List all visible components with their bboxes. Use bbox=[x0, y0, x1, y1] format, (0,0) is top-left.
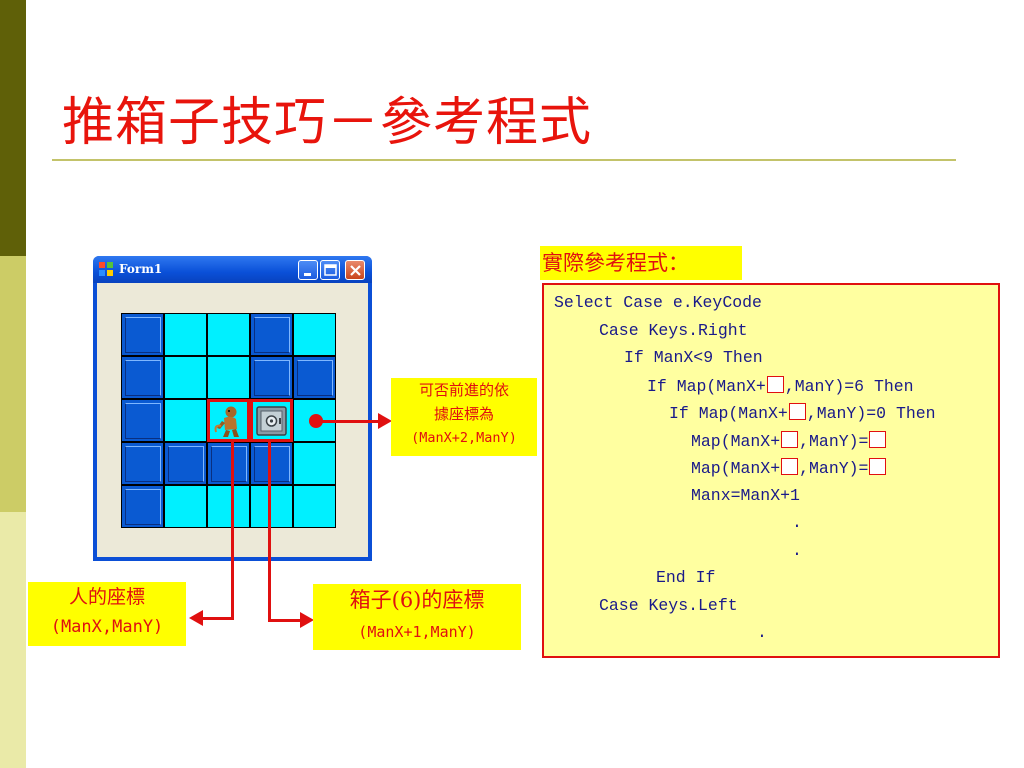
floor-tile bbox=[207, 356, 250, 399]
arrow-left-icon bbox=[189, 610, 203, 626]
code-line: Case Keys.Left bbox=[599, 595, 738, 615]
maximize-button[interactable] bbox=[320, 260, 340, 280]
maximize-icon bbox=[324, 264, 337, 276]
left-bar-dark bbox=[0, 0, 26, 256]
player-character-icon bbox=[214, 406, 239, 437]
man-coordinate-note: 人的座標 (ManX,ManY) bbox=[28, 582, 186, 646]
forward-arrow-line bbox=[316, 420, 380, 423]
floor-tile bbox=[164, 485, 207, 528]
forward-coordinate-note: 可否前進的依 據座標為 (ManX+2,ManY) bbox=[391, 378, 537, 456]
wall-tile bbox=[121, 313, 164, 356]
player-connector-vertical bbox=[231, 440, 234, 620]
title-divider bbox=[52, 159, 956, 161]
note-line: (ManX+1,ManY) bbox=[358, 623, 476, 641]
box-coordinate-note: 箱子(6)的座標 (ManX+1,ManY) bbox=[313, 584, 521, 650]
window-titlebar[interactable]: Form1 bbox=[93, 256, 372, 283]
player-highlight bbox=[207, 399, 250, 442]
wall-tile bbox=[250, 313, 293, 356]
close-icon bbox=[350, 265, 361, 276]
floor-tile bbox=[293, 442, 336, 485]
fill-in-blank bbox=[788, 403, 806, 420]
note-line: 可否前進的依 bbox=[418, 381, 509, 399]
wall-tile bbox=[207, 442, 250, 485]
fill-in-blank bbox=[781, 430, 799, 448]
wall-tile bbox=[121, 399, 164, 442]
slide-title: 推箱子技巧－參考程式 bbox=[62, 93, 593, 153]
app-icon bbox=[99, 262, 113, 276]
code-line: End If bbox=[656, 568, 716, 587]
floor-tile bbox=[293, 485, 336, 528]
code-line: If ManX<9 Then bbox=[624, 348, 763, 367]
fill-in-blank bbox=[781, 458, 799, 475]
code-heading: 實際參考程式： bbox=[540, 246, 742, 280]
close-button[interactable] bbox=[345, 260, 365, 280]
arrow-right-icon bbox=[378, 413, 392, 429]
box-connector-vertical bbox=[268, 440, 271, 622]
floor-tile bbox=[164, 399, 207, 442]
wall-tile bbox=[121, 442, 164, 485]
wall-tile bbox=[121, 356, 164, 399]
floor-tile bbox=[250, 485, 293, 528]
note-line: (ManX+2,ManY) bbox=[411, 430, 517, 446]
note-line: (ManX,ManY) bbox=[50, 617, 164, 637]
floor-tile bbox=[164, 313, 207, 356]
code-line: If Map(ManX+,ManY)=6 Then bbox=[647, 375, 914, 396]
window-title: Form1 bbox=[119, 262, 163, 276]
wall-tile bbox=[250, 442, 293, 485]
game-grid[interactable] bbox=[121, 313, 336, 528]
code-line: Map(ManX+,ManY)= bbox=[691, 458, 887, 479]
box-highlight bbox=[250, 399, 293, 442]
fill-in-blank bbox=[766, 375, 784, 393]
code-line: . bbox=[792, 513, 802, 532]
box-safe-icon bbox=[256, 406, 287, 436]
wall-tile bbox=[164, 442, 207, 485]
code-line: If Map(ManX+,ManY)=0 Then bbox=[669, 403, 936, 423]
minimize-button[interactable] bbox=[298, 260, 318, 280]
code-line: . bbox=[792, 540, 802, 560]
fill-in-blank bbox=[869, 430, 887, 448]
code-line: Map(ManX+,ManY)= bbox=[691, 430, 887, 452]
code-line: Select Case e.KeyCode bbox=[554, 293, 762, 312]
left-bar-mid bbox=[0, 256, 26, 512]
floor-tile bbox=[207, 485, 250, 528]
wall-tile bbox=[121, 485, 164, 528]
floor-tile bbox=[293, 313, 336, 356]
code-line: . bbox=[757, 623, 767, 642]
wall-tile bbox=[250, 356, 293, 399]
note-line: 據座標為 bbox=[433, 405, 494, 423]
fill-in-blank bbox=[869, 458, 887, 475]
floor-tile bbox=[207, 313, 250, 356]
arrow-right-icon bbox=[300, 612, 314, 628]
note-line: 箱子(6)的座標 bbox=[349, 588, 485, 612]
note-line: 人的座標 bbox=[68, 586, 145, 608]
floor-tile bbox=[164, 356, 207, 399]
box-connector-horizontal bbox=[268, 619, 301, 622]
minimize-icon bbox=[304, 273, 311, 276]
wall-tile bbox=[293, 356, 336, 399]
code-line: Manx=ManX+1 bbox=[691, 485, 800, 505]
code-line: Case Keys.Right bbox=[599, 320, 748, 340]
left-bar-light bbox=[0, 512, 26, 768]
player-connector-horizontal bbox=[202, 617, 234, 620]
